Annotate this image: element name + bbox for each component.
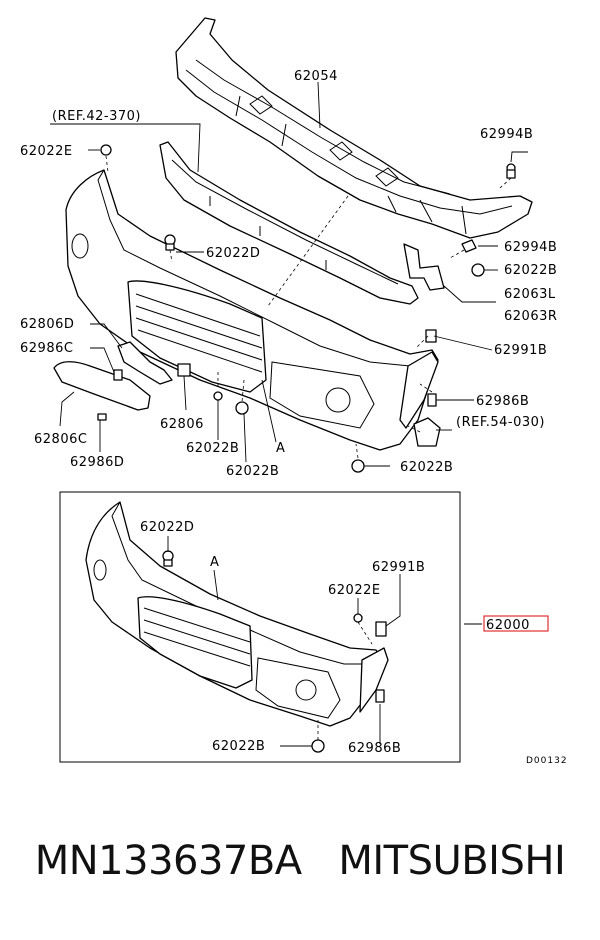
brand-name: MITSUBISHI	[338, 838, 566, 884]
front-bumper-face	[65, 169, 439, 451]
label-62022D-top: 62022D	[206, 246, 260, 261]
label-62022B-bolt: 62022B	[400, 460, 453, 475]
lower-garnish-62806C	[53, 341, 173, 411]
leader-lines-box	[167, 536, 482, 747]
label-62986C: 62986C	[20, 341, 73, 356]
part-caption: MN133637BA MITSUBISHI	[0, 838, 600, 884]
label-62022E-top: 62022E	[20, 144, 73, 159]
label-62986B-box: 62986B	[348, 741, 401, 756]
dashed-lines-top	[105, 155, 512, 459]
bumper-assembly-62000	[85, 501, 389, 727]
label-ref-54-030: (REF.54-030)	[456, 415, 545, 430]
fasteners-top	[97, 144, 516, 473]
label-62022D-box: 62022D	[140, 520, 194, 535]
label-62022B-mid: 62022B	[186, 441, 239, 456]
label-62054: 62054	[294, 69, 338, 84]
label-62986D: 62986D	[70, 455, 124, 470]
label-62022E-box: 62022E	[328, 583, 381, 598]
label-62022B-box: 62022B	[212, 739, 265, 754]
label-62806D: 62806D	[20, 317, 74, 332]
label-62022B-right: 62022B	[504, 263, 557, 278]
leader-lines-top	[50, 81, 528, 467]
label-62063L: 62063L	[504, 287, 556, 302]
label-A-box: A	[210, 555, 219, 570]
label-62986B-top: 62986B	[476, 394, 529, 409]
label-62991B-box: 62991B	[372, 560, 425, 575]
assembly-box	[59, 491, 461, 763]
highlight-62000	[483, 615, 549, 632]
label-ref-42-370: (REF.42-370)	[52, 109, 141, 124]
label-62994B-a: 62994B	[480, 127, 533, 142]
label-62806: 62806	[160, 417, 204, 432]
label-62022B-low: 62022B	[226, 464, 279, 479]
bumper-reinforcement-62054	[175, 17, 533, 239]
diagram-code: D00132	[526, 756, 568, 766]
label-62991B-top: 62991B	[494, 343, 547, 358]
label-62994B-b: 62994B	[504, 240, 557, 255]
label-A-top: A	[276, 441, 285, 456]
label-62806C: 62806C	[34, 432, 87, 447]
lower-reinforcement	[159, 141, 419, 305]
label-62000: 62000	[486, 618, 530, 633]
label-62063R: 62063R	[504, 309, 557, 324]
part-number: MN133637BA	[34, 838, 302, 884]
